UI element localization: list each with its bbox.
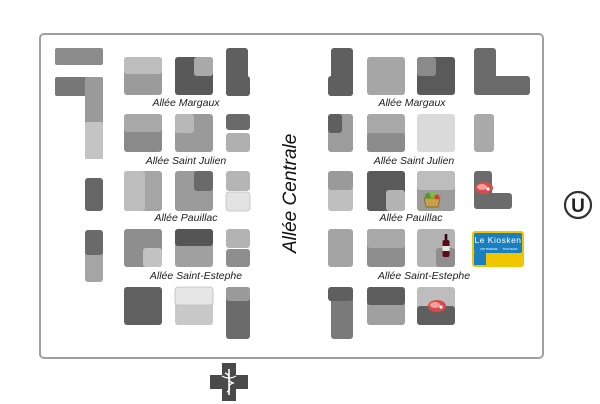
kiosk-subtitle-left: PATISSERIE [480,247,497,251]
kiosk-logo[interactable]: Le Kiosken PATISSERIE TRAITEUR [472,231,524,267]
kiosk-subtitle-right: TRAITEUR [503,247,519,251]
stall-row-left-margaux[interactable] [124,48,250,96]
stall-row-right-saint-estephe[interactable] [328,229,455,267]
meat-icon [475,182,493,194]
aisle-label-left-saint-estephe: Allée Saint-Estephe [149,270,242,282]
stall-right-column-top[interactable] [474,48,530,95]
aisle-label-right-pauillac: Allée Pauillac [378,212,443,224]
stall-row-left-pauillac[interactable] [124,171,251,212]
aisle-label-right-margaux: Allée Margaux [377,97,446,109]
aisle-label-right-saint-estephe: Allée Saint-Estephe [377,270,470,282]
stall-row-right-saint-julien[interactable] [328,114,494,152]
pharmacy-cross-icon [210,363,248,401]
store-u-logo-icon[interactable]: U [563,190,593,220]
stall-row-right-bottom[interactable] [328,287,455,339]
stall-row-left-saint-julien[interactable] [124,114,250,152]
stall-row-left-saint-estephe[interactable] [124,229,250,267]
aisle-label-central: Allée Centrale [280,134,301,254]
kiosk-title: Le Kiosken [474,235,521,245]
wine-bottle-icon [442,234,450,257]
aisle-label-left-margaux: Allée Margaux [151,97,220,109]
stall-row-right-margaux[interactable] [328,48,455,96]
market-frame [39,33,544,359]
aisle-label-right-saint-julien: Allée Saint Julien [373,155,455,167]
vegetable-basket-icon [423,192,441,208]
aisle-label-left-saint-julien: Allée Saint Julien [145,155,227,167]
store-u-letter: U [571,196,585,217]
aisle-label-left-pauillac: Allée Pauillac [153,212,218,224]
stall-left-column-estephe[interactable] [85,230,103,282]
meat-icon [428,300,446,312]
stall-left-column-pauillac[interactable] [85,178,103,211]
stall-row-left-bottom[interactable] [124,286,250,339]
stall-left-column-top[interactable] [55,48,103,159]
